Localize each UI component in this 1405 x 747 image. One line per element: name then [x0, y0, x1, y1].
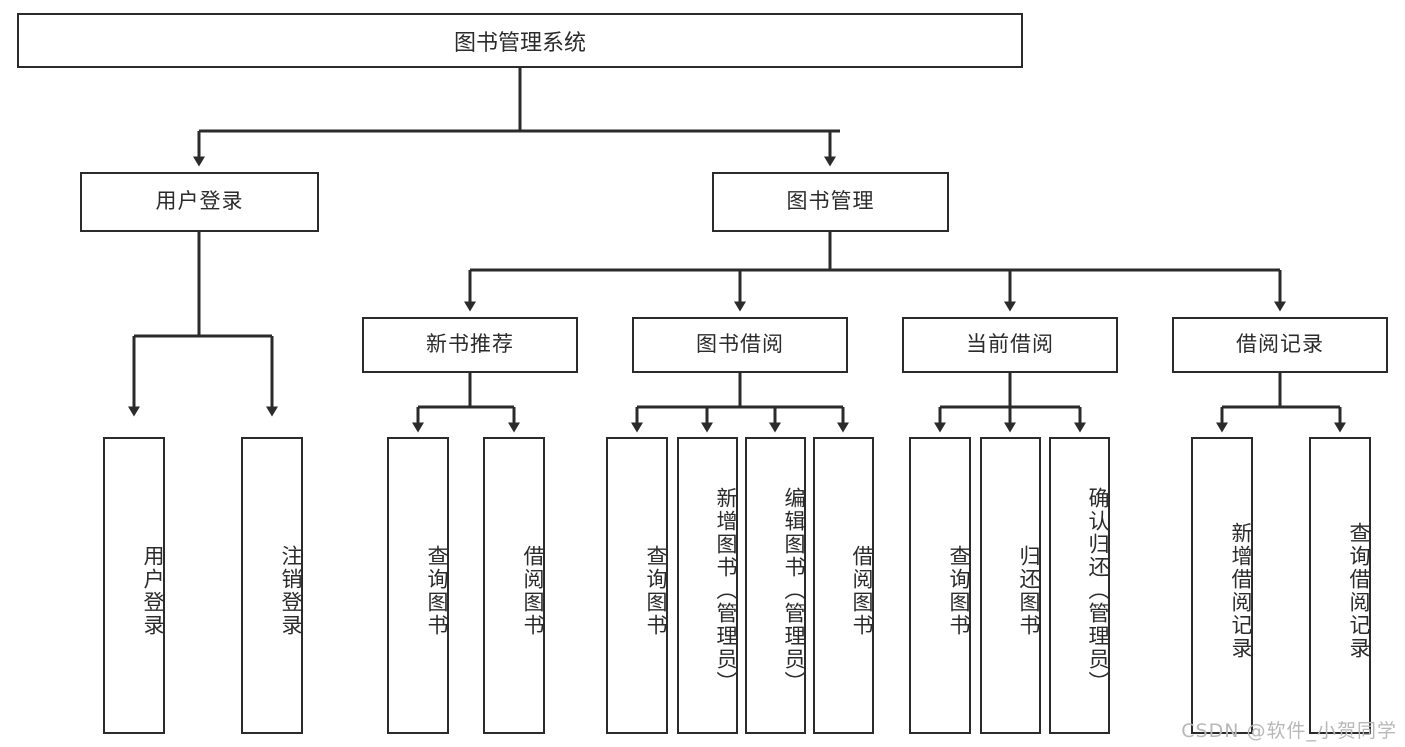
leaf-borrow-book-newbook-label: 借阅图书	[521, 544, 545, 637]
node-book-management[interactable]: 图书管理	[712, 172, 949, 232]
leaf-logout-label: 注销登录	[279, 544, 303, 637]
leaf-borrow-book-newbook[interactable]: 借阅图书	[483, 437, 545, 734]
node-borrow-record-label: 借阅记录	[1236, 332, 1324, 357]
leaf-borrow-book-borrow[interactable]: 借阅图书	[813, 437, 874, 734]
node-new-book-recommend[interactable]: 新书推荐	[362, 317, 578, 373]
node-user-login[interactable]: 用户登录	[80, 172, 319, 232]
leaf-confirm-return-admin-label: 确认归还（管理员）	[1086, 487, 1110, 694]
leaf-borrow-book-borrow-label: 借阅图书	[850, 544, 874, 637]
leaf-query-book-current[interactable]: 查询图书	[909, 437, 971, 734]
node-new-book-recommend-label: 新书推荐	[426, 332, 514, 357]
leaf-query-book-borrow-label: 查询图书	[644, 544, 668, 637]
leaf-add-borrow-record-label: 新增借阅记录	[1229, 521, 1253, 660]
node-root-label: 图书管理系统	[453, 30, 586, 56]
leaf-user-login[interactable]: 用户登录	[103, 437, 165, 734]
node-book-management-label: 图书管理	[786, 189, 875, 214]
leaf-add-borrow-record[interactable]: 新增借阅记录	[1191, 437, 1253, 734]
leaf-add-book-admin-label: 新增图书（管理员）	[714, 487, 738, 694]
leaf-query-book-borrow[interactable]: 查询图书	[606, 437, 668, 734]
leaf-add-book-admin[interactable]: 新增图书（管理员）	[677, 437, 738, 734]
node-root[interactable]: 图书管理系统	[17, 13, 1023, 68]
leaf-query-book-current-label: 查询图书	[947, 544, 971, 637]
leaf-query-book-newbook-label: 查询图书	[425, 544, 449, 637]
leaf-query-borrow-record[interactable]: 查询借阅记录	[1309, 437, 1371, 734]
leaf-query-book-newbook[interactable]: 查询图书	[387, 437, 449, 734]
leaf-logout[interactable]: 注销登录	[241, 437, 303, 734]
node-book-borrow-label: 图书借阅	[696, 332, 784, 357]
leaf-confirm-return-admin[interactable]: 确认归还（管理员）	[1049, 437, 1110, 734]
leaf-query-borrow-record-label: 查询借阅记录	[1347, 521, 1371, 660]
leaf-edit-book-admin[interactable]: 编辑图书（管理员）	[745, 437, 806, 734]
node-current-borrow[interactable]: 当前借阅	[902, 317, 1118, 373]
node-current-borrow-label: 当前借阅	[966, 332, 1054, 357]
node-user-login-label: 用户登录	[155, 189, 244, 214]
leaf-return-book[interactable]: 归还图书	[980, 437, 1041, 734]
leaf-edit-book-admin-label: 编辑图书（管理员）	[782, 487, 806, 694]
node-book-borrow[interactable]: 图书借阅	[632, 317, 848, 373]
node-borrow-record[interactable]: 借阅记录	[1172, 317, 1388, 373]
leaf-user-login-label: 用户登录	[141, 544, 165, 637]
leaf-return-book-label: 归还图书	[1017, 544, 1041, 637]
